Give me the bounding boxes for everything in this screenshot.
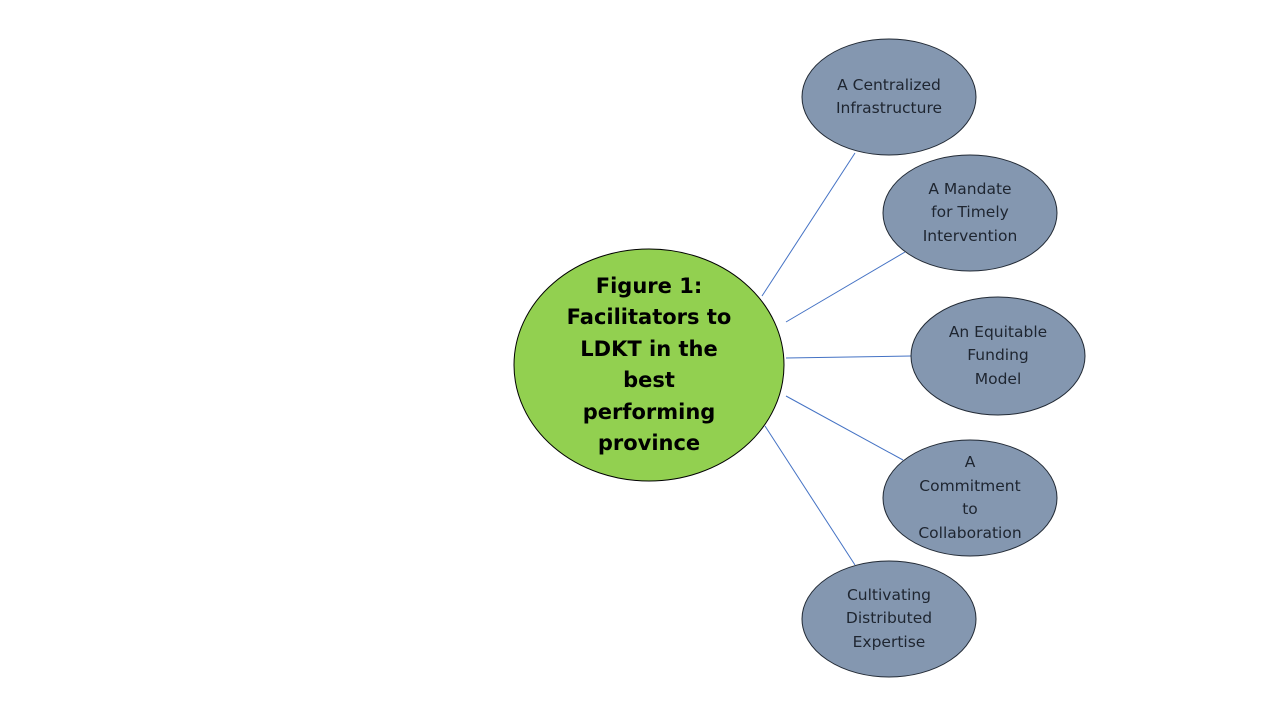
- leaf-label-line: Intervention: [922, 226, 1018, 245]
- connector-centralized-infrastructure: [761, 152, 856, 297]
- leaf-node-shape-equitable-funding-model: [910, 296, 1086, 416]
- central-label-line: performing: [582, 399, 716, 424]
- leaf-label-line: Distributed: [845, 609, 933, 628]
- leaf-label-line: Infrastructure: [835, 99, 943, 117]
- leaf-label-line: Model: [974, 369, 1022, 388]
- connector-equitable-funding-model: [785, 355, 912, 359]
- leaf-label-line: Cultivating: [846, 585, 932, 604]
- leaf-node-shape-distributed-expertise: [801, 560, 977, 678]
- leaf-node-shape-centralized-infrastructure: [801, 38, 977, 156]
- central-node-label: Figure 1: Facilitators to LDKT in the be…: [564, 271, 734, 460]
- leaf-label-line: to: [962, 500, 978, 518]
- central-node: Figure 1: Facilitators to LDKT in the be…: [514, 249, 784, 481]
- leaf-label-line: for Timely: [931, 203, 1009, 222]
- central-node-shape: [513, 248, 785, 482]
- leaf-label-line: A Mandate: [928, 179, 1012, 198]
- leaf-label-line: Collaboration: [918, 523, 1022, 542]
- central-label-line: Figure 1:: [595, 273, 703, 298]
- leaf-label-line: Expertise: [852, 632, 926, 651]
- leaf-label-line: A: [964, 453, 976, 471]
- leaf-label-line: Funding: [967, 346, 1029, 365]
- leaf-label-line: A Centralized: [837, 75, 941, 94]
- leaf-label-line: Commitment: [919, 476, 1021, 495]
- central-label-line: LDKT in the: [580, 336, 718, 361]
- central-label-line: province: [597, 431, 701, 455]
- leaf-node-shape-commitment-collaboration: [882, 439, 1058, 557]
- connector-commitment-collaboration: [785, 395, 904, 461]
- connector-mandate-timely-intervention: [785, 251, 906, 323]
- central-label-line: Facilitators to: [566, 305, 732, 329]
- central-label-line: best: [623, 368, 675, 392]
- connector-distributed-expertise: [764, 425, 856, 566]
- leaf-node-shape-mandate-timely-intervention: [882, 154, 1058, 272]
- leaf-label-line: An Equitable: [948, 322, 1048, 341]
